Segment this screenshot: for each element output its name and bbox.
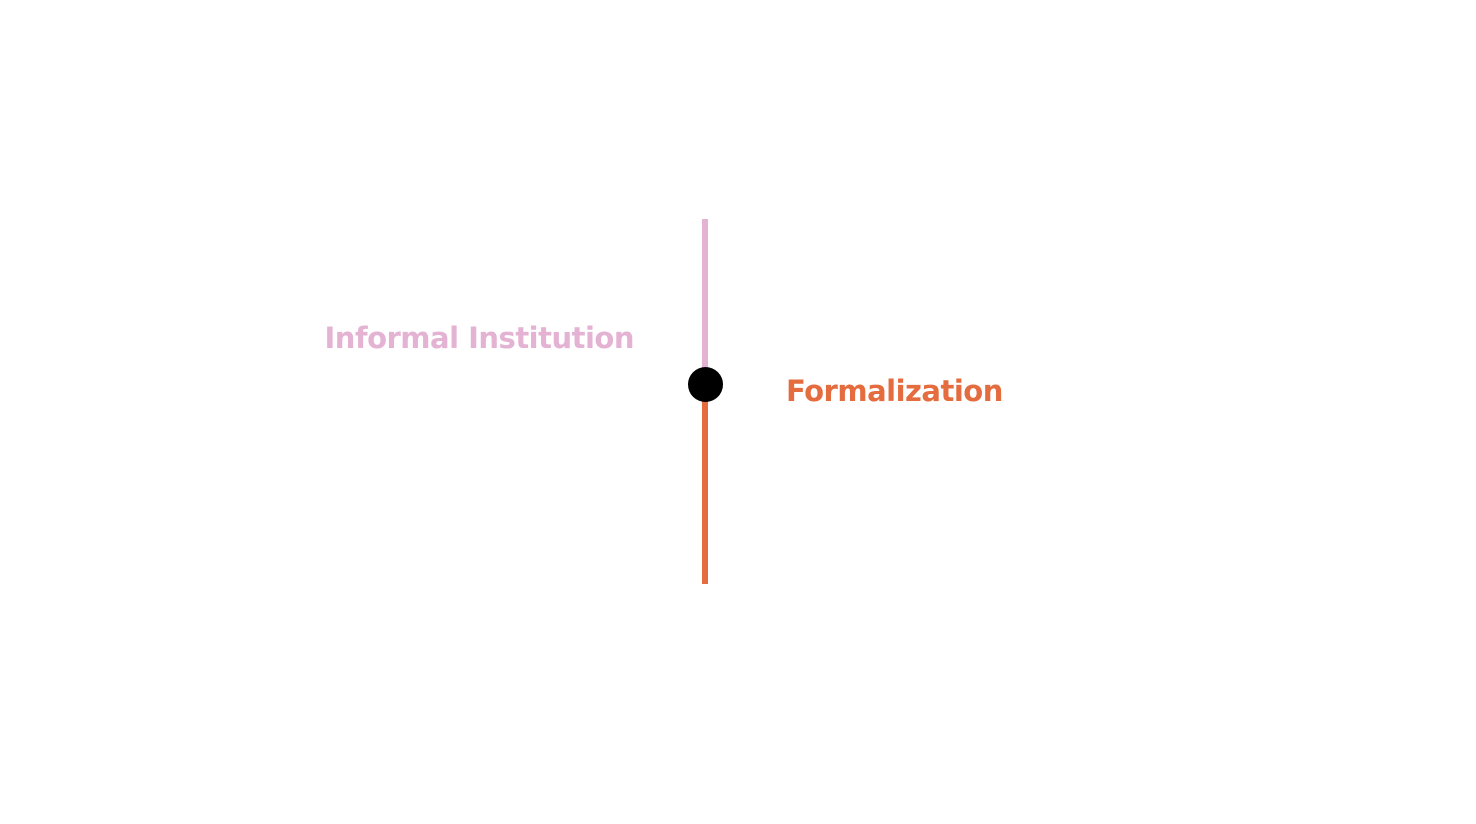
junction-node	[688, 367, 723, 402]
upper-branch-line	[702, 219, 708, 385]
formalization-label: Formalization	[786, 374, 1003, 408]
informal-institution-label: Informal Institution	[324, 321, 635, 355]
lower-branch-line	[702, 385, 708, 584]
